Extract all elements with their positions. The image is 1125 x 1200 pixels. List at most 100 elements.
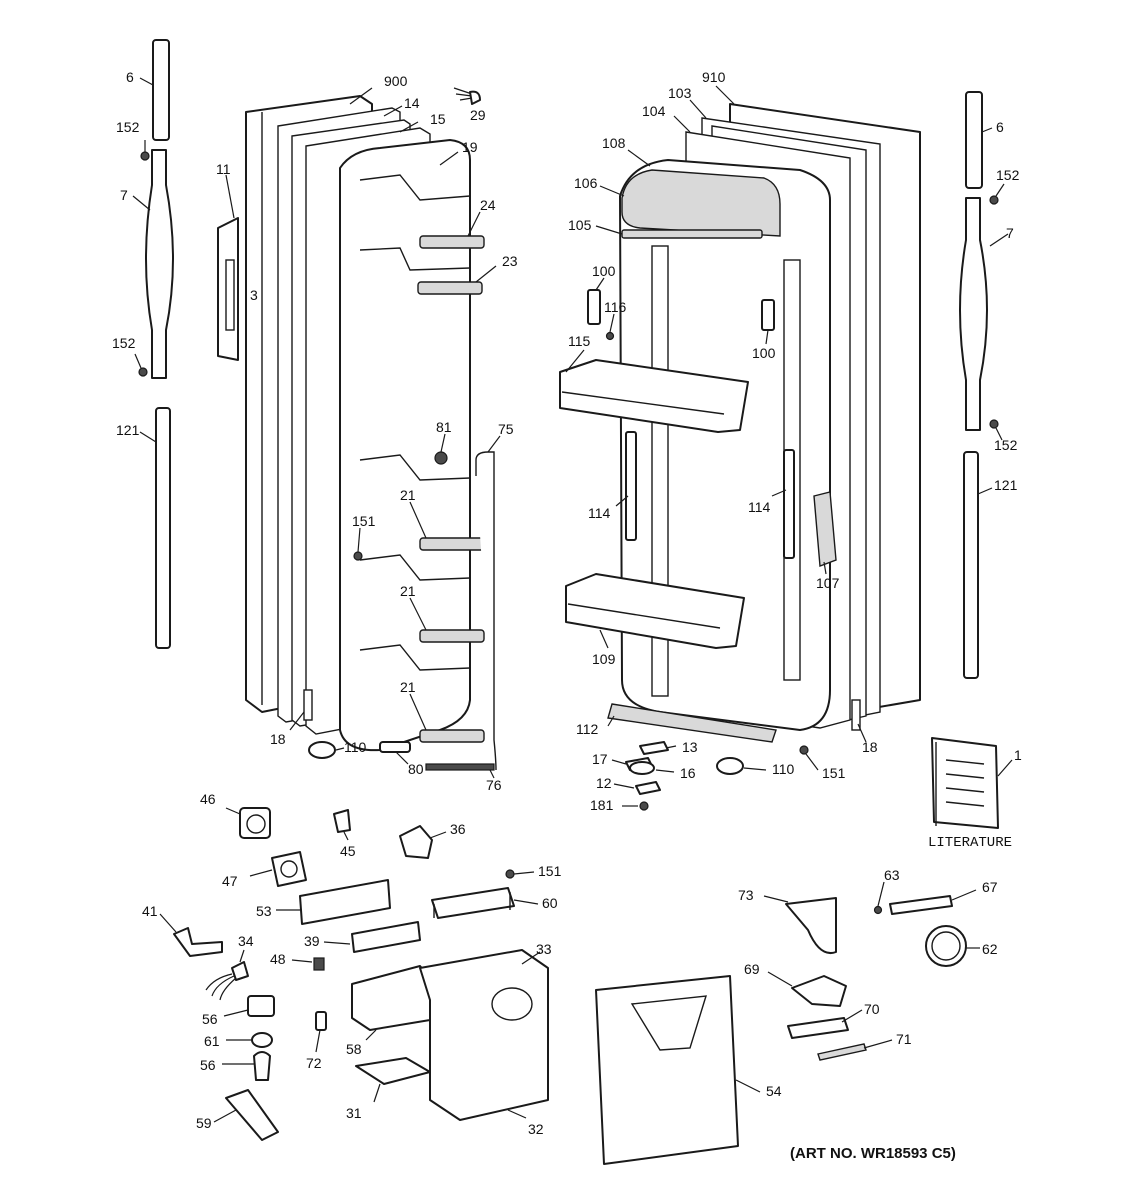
dispenser-light [223,995,275,1017]
callout-46: 46 [200,791,216,807]
chute-door-hinge [787,1009,863,1039]
support-clip [605,313,615,341]
shelf-support-left [587,277,605,325]
callout-63: 63 [884,867,900,883]
dispenser-cover-plate [276,879,391,925]
tube-bottom [425,763,495,779]
callout-71: 71 [896,1031,912,1047]
shelf-rail-right [771,449,795,559]
callout-18-left: 18 [270,731,286,747]
callout-109: 109 [592,651,616,667]
callout-32: 32 [528,1121,544,1137]
shelf-bar-lower-3 [409,693,485,743]
callout-11: 11 [216,161,231,177]
light-socket [226,1032,273,1048]
left-mount-bracket [217,174,239,361]
shelf-bar-second [417,265,497,295]
dispenser-screw [505,869,535,879]
dispenser-paddle [213,1089,279,1141]
literature-label: LITERATURE [928,835,1012,851]
control-board [323,921,421,953]
ice-chute [763,895,837,954]
callout-56-lower: 56 [200,1057,216,1073]
callout-900: 900 [384,73,408,89]
callout-15: 15 [430,111,446,127]
callout-60: 60 [542,895,558,911]
callout-104: 104 [642,103,666,119]
callout-21-c: 21 [400,679,416,695]
callout-151-right: 151 [822,765,846,781]
freezer-door-gasket-edge [289,689,313,731]
callout-61: 61 [204,1033,220,1049]
left-screw-lower [134,353,148,377]
door-stop-right [716,757,767,775]
callout-21-a: 21 [400,487,416,503]
callout-1: 1 [1014,747,1022,763]
chute-door [767,971,847,1007]
callout-58: 58 [346,1041,362,1057]
callout-19: 19 [462,139,478,155]
dispenser-actuator [399,825,447,859]
knob-bezel [249,851,307,887]
callout-100-right: 100 [752,345,776,361]
callout-110-left: 110 [344,739,367,755]
dispenser-front-panel [595,975,761,1165]
egg-tray [813,491,837,575]
ice-chute-housing [419,949,549,1121]
callout-29: 29 [470,107,486,123]
callout-41: 41 [142,903,158,919]
callout-31: 31 [346,1105,362,1121]
fresh-door-gasket-edge [851,699,867,743]
callout-6-left: 6 [126,69,134,85]
hinge-pin [613,781,661,795]
door-shelf-upper [559,349,749,433]
callout-17: 17 [592,751,608,767]
fresh-side-screw [799,745,819,771]
callout-67: 67 [982,879,998,895]
left-handle-cap [139,39,170,141]
callout-107: 107 [816,575,840,591]
chute-door-seal [925,925,980,967]
housing-base [507,1109,527,1119]
callout-24: 24 [480,197,496,213]
callout-23: 23 [502,253,518,269]
shelf-bar-lower-2 [409,597,485,643]
callout-21-b: 21 [400,583,416,599]
callout-106: 106 [574,175,598,191]
callout-47: 47 [222,873,238,889]
left-handle [132,149,174,379]
callout-152-left-lower: 152 [112,335,136,351]
water-tube [475,435,501,771]
bottom-trim-bar [607,703,777,743]
callout-151-left: 151 [352,513,376,529]
callout-33: 33 [536,941,552,957]
callout-121-left: 121 [116,422,140,438]
callout-7-right: 7 [1006,225,1014,241]
callout-3: 3 [250,287,258,303]
chute-spring [873,881,885,915]
dispenser-knob [225,807,271,839]
callout-100-left: 100 [592,263,616,279]
callout-70: 70 [864,1001,880,1017]
right-handle-trim [963,451,993,679]
callout-105: 105 [568,217,592,233]
callout-151-disp: 151 [538,863,562,879]
switch-small [315,1011,327,1053]
callout-59: 59 [196,1115,212,1131]
chute-door-bracket [889,889,977,915]
callout-36: 36 [450,821,466,837]
freezer-door-liner [339,139,471,752]
micro-switch [291,957,325,971]
callout-114-right: 114 [748,499,771,515]
right-handle-cap [965,91,993,189]
door-shelf-lower [565,573,745,649]
callout-12: 12 [596,775,612,791]
callout-45: 45 [340,843,356,859]
callout-81: 81 [436,419,452,435]
callout-121-right: 121 [994,477,1018,493]
callout-18-right: 18 [862,739,878,755]
chute-rod [817,1039,893,1061]
dispenser-bracket [431,887,539,919]
callout-103: 103 [668,85,692,101]
